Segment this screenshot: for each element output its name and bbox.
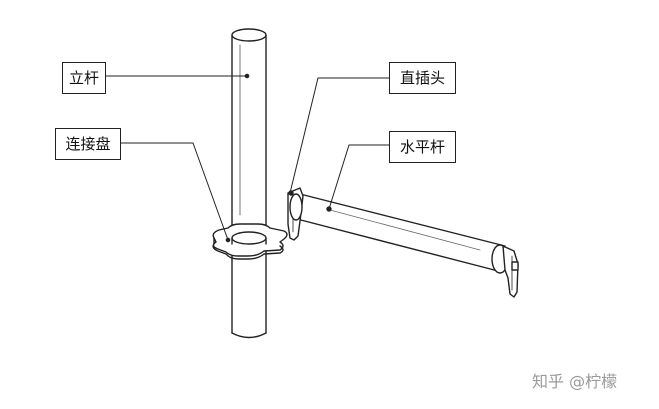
label-plug-head: 直插头 xyxy=(389,62,456,94)
leader-plug xyxy=(289,77,390,194)
label-connection-disc: 连接盘 xyxy=(55,128,121,160)
leader-horizontal xyxy=(328,144,390,210)
leader-lines xyxy=(105,73,390,243)
horizontal-bar xyxy=(296,193,509,274)
label-horizontal-bar: 水平杆 xyxy=(389,131,456,163)
plug-head-left xyxy=(287,187,304,241)
leader-disc xyxy=(120,142,229,241)
label-upright: 立杆 xyxy=(62,62,106,94)
vertical-pole xyxy=(231,28,267,339)
plug-head-right xyxy=(502,245,519,298)
connection-disc xyxy=(212,223,288,260)
watermark: 知乎 @柠檬 xyxy=(532,372,618,391)
